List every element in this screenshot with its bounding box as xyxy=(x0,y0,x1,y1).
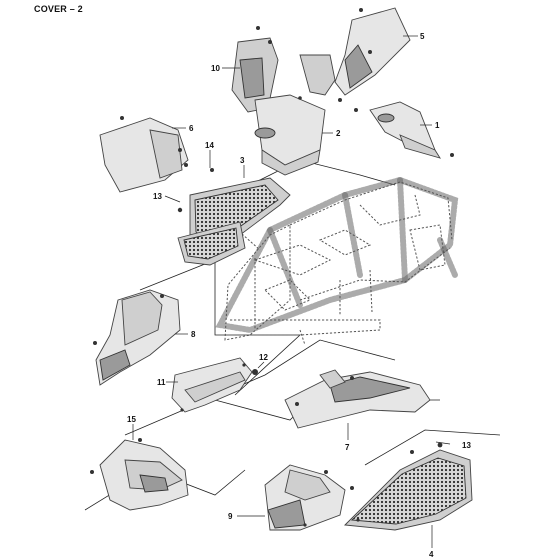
part-9-front-lower-cover xyxy=(264,464,354,531)
callout-13-upper: 13 xyxy=(153,192,162,201)
part-7-front-bumper-cover xyxy=(284,369,431,429)
part-11-skid-plate xyxy=(171,357,258,413)
part-1-front-cover xyxy=(354,101,454,159)
callout-4: 4 xyxy=(429,550,434,559)
part-15-rear-lower-cover xyxy=(90,438,189,511)
callout-5: 5 xyxy=(420,32,425,41)
callout-10: 10 xyxy=(211,64,220,73)
leader-lines xyxy=(132,35,451,548)
part-5-upper-shroud xyxy=(299,7,411,102)
diagram-title: COVER – 2 xyxy=(34,4,83,14)
callout-9: 9 xyxy=(228,512,233,521)
part-8-lower-side-cover xyxy=(93,289,181,386)
chassis-frame xyxy=(214,176,459,346)
callout-7: 7 xyxy=(345,443,350,452)
callout-14: 14 xyxy=(205,141,214,150)
callout-12: 12 xyxy=(259,353,268,362)
callout-11: 11 xyxy=(157,378,166,387)
part-2-storage-box xyxy=(254,94,326,176)
callout-13-lower: 13 xyxy=(462,441,471,450)
part-12-clip xyxy=(252,369,258,375)
part-6-side-panel xyxy=(99,116,189,193)
callout-8: 8 xyxy=(191,330,196,339)
callout-1: 1 xyxy=(435,121,440,130)
callout-3: 3 xyxy=(240,156,245,165)
callouts: 5 10 2 1 6 14 3 13 8 12 11 7 15 13 9 4 xyxy=(127,32,471,559)
callout-2: 2 xyxy=(336,129,341,138)
part-3-grille-cover xyxy=(177,168,291,266)
part-4-front-grille xyxy=(344,442,473,531)
callout-15: 15 xyxy=(127,415,136,424)
callout-6: 6 xyxy=(189,124,194,133)
part-10-side-cover xyxy=(231,26,279,113)
